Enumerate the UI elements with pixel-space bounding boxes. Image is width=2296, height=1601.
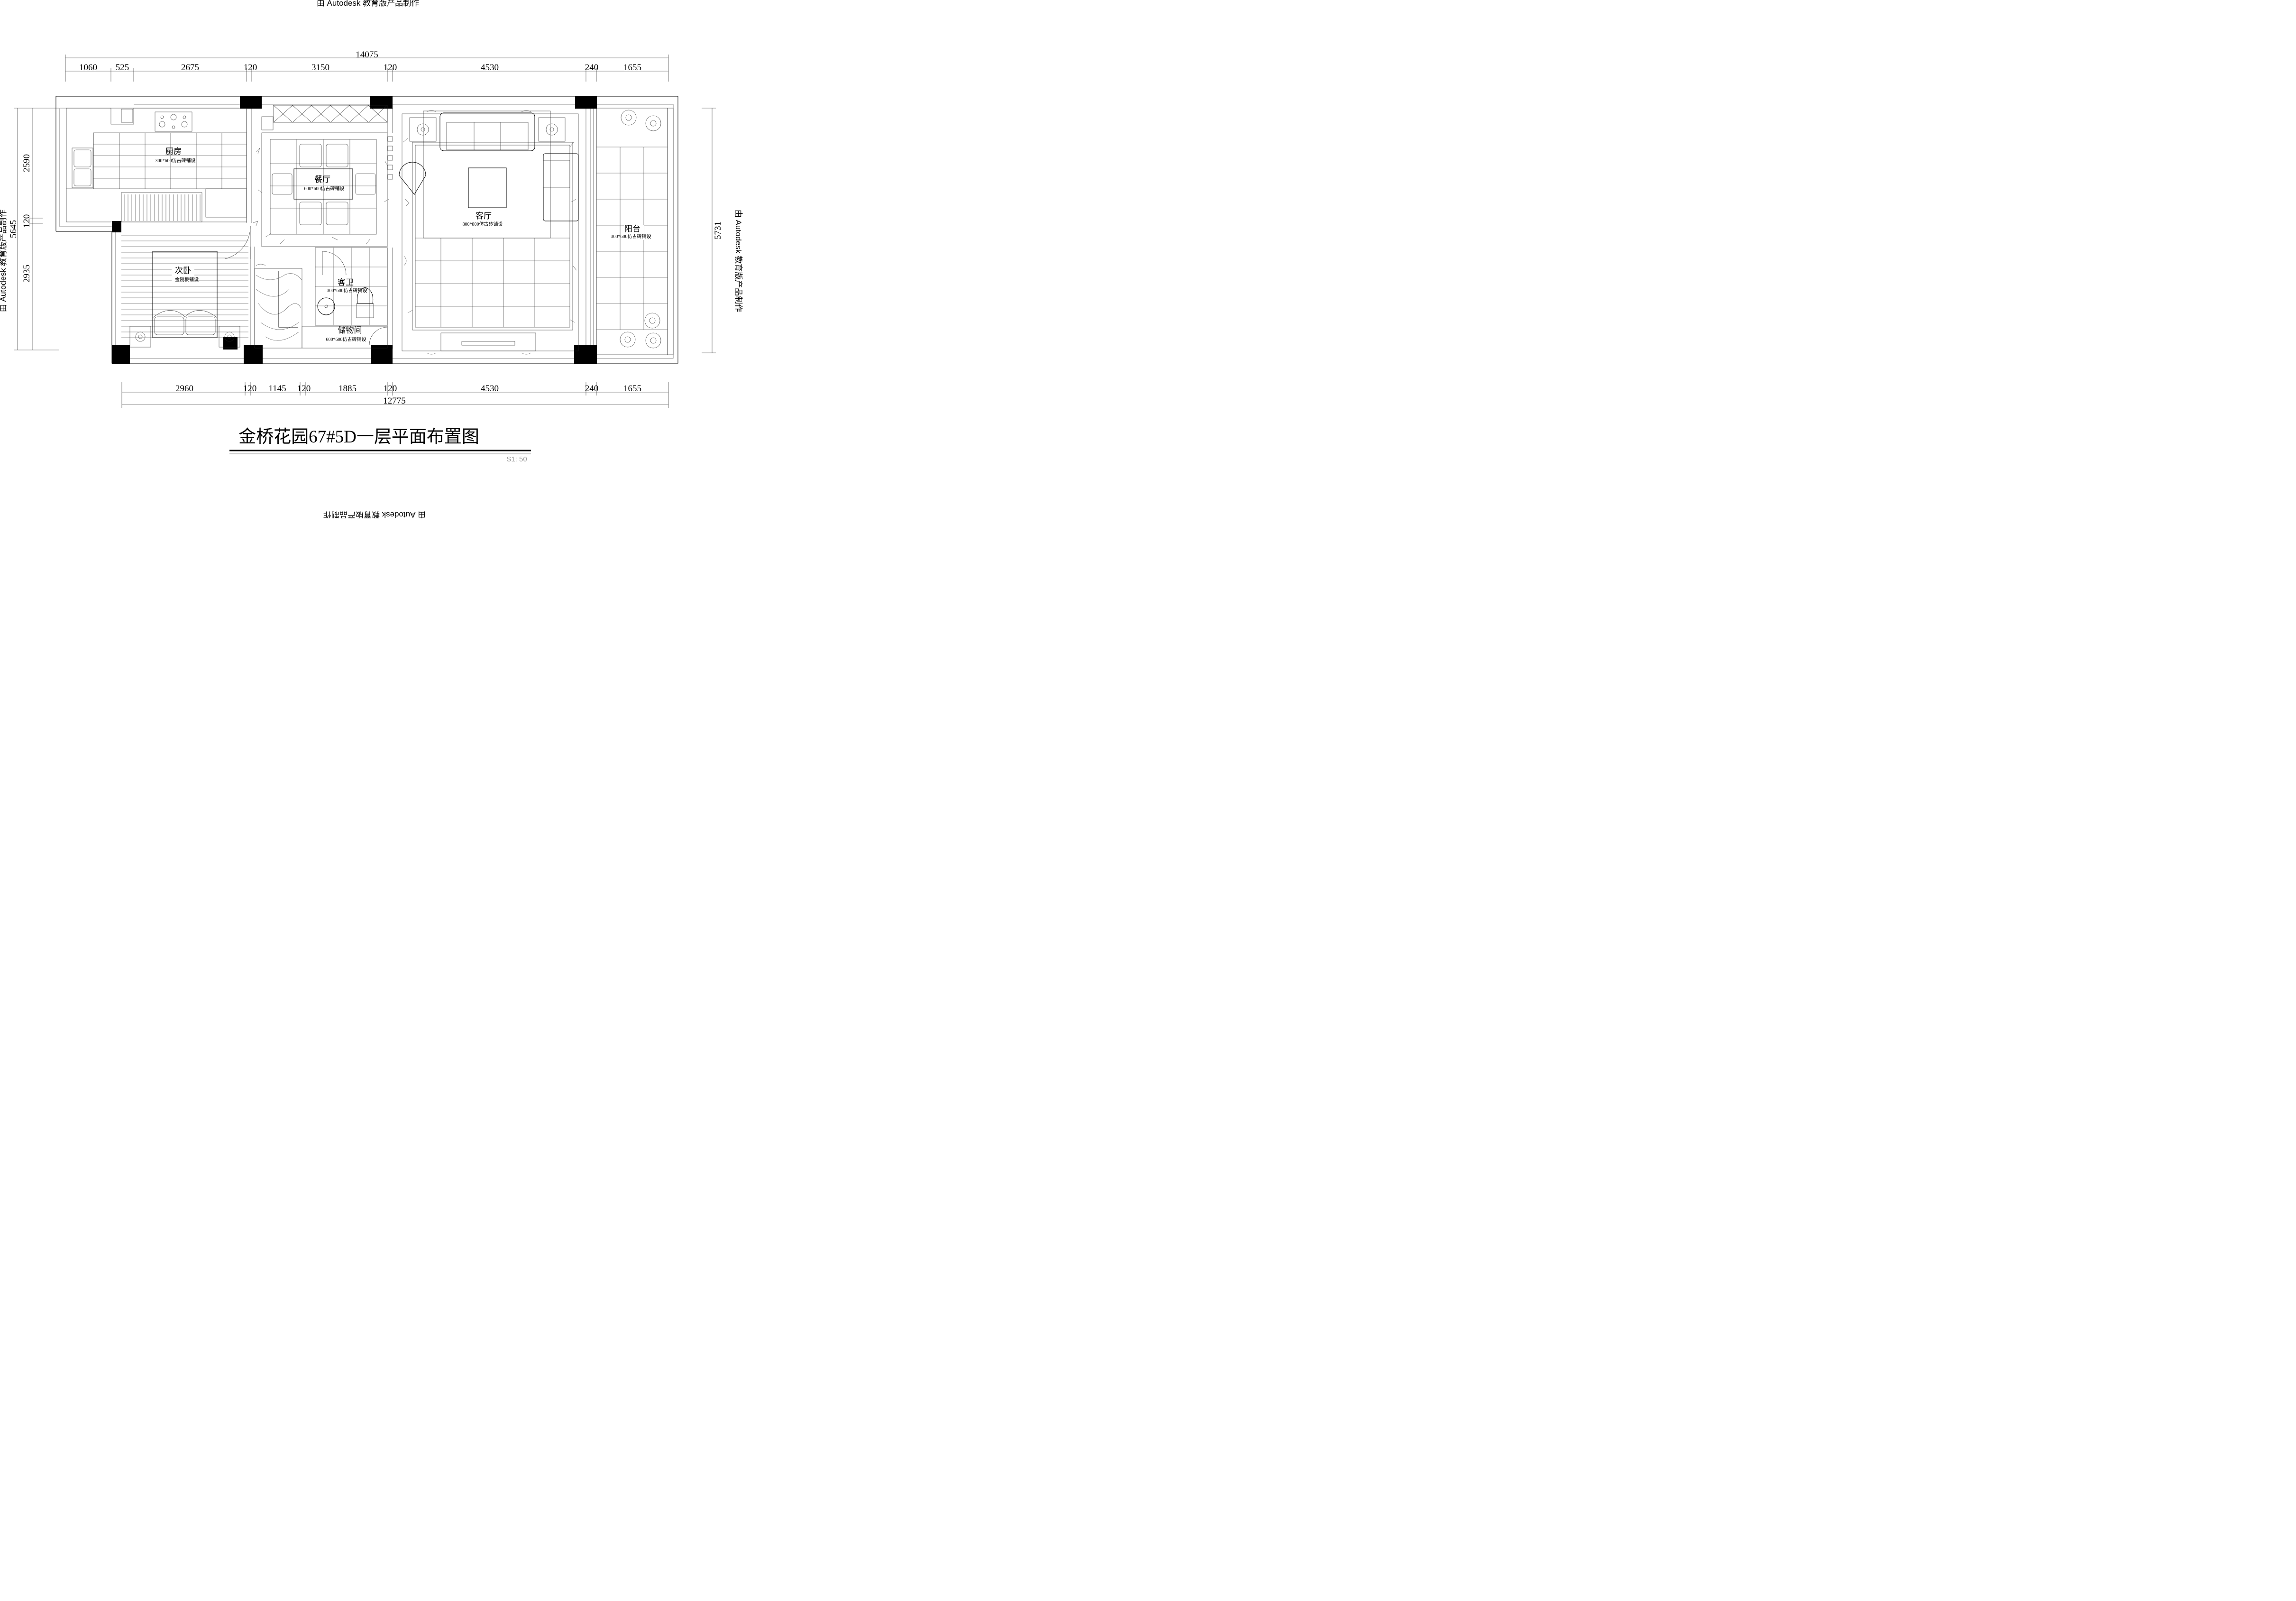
dim-top-3: 2675 [181,63,199,73]
bedroom [121,225,251,348]
dining-floor: 600*600仿古砖铺设 [304,185,345,192]
living-room [387,110,579,355]
bottom-dimension-lines [121,382,669,408]
dining-name: 餐厅 [314,175,330,184]
drawing-title: 金桥花园67#5D一层平面布置图 [238,427,479,447]
dim-left-3: 2935 [22,265,32,283]
dim-top-total: 14075 [356,50,378,60]
bedroom-label-bg [172,265,194,284]
dim-bottom-3: 1145 [268,384,286,394]
dim-top-2: 525 [116,63,129,73]
balcony-floor: 300*600仿古砖铺设 [611,233,651,239]
bathroom-name: 客卫 [338,278,354,287]
bathroom-floor: 300*600仿古砖铺设 [327,287,367,294]
dim-bottom-8: 240 [585,384,599,394]
stair-area [254,268,302,349]
kitchen-name: 厨房 [165,147,182,156]
building-outline [55,96,678,364]
floor-plan-drawing: 由 Autodesk 教育版产品制作 由 Autodesk 教育版产品制作 由 … [0,0,743,518]
dim-bottom-4: 120 [297,384,311,394]
watermark-right: 由 Autodesk 教育版产品制作 [734,210,743,312]
dim-left-total: 5645 [9,220,18,238]
bathroom [302,247,388,349]
dim-bottom-6: 120 [384,384,397,394]
balcony-label-bg [624,225,644,240]
storage-name: 储物间 [338,326,362,335]
storage-floor: 600*600仿古砖铺设 [326,336,366,342]
top-dimension-lines [65,55,669,82]
balcony-name: 阳台 [624,224,640,233]
bedroom-name: 次卧 [175,266,191,275]
living-floor: 800*800仿古砖铺设 [463,221,503,227]
watermark-top: 由 Autodesk 教育版产品制作 [317,0,419,8]
dim-top-4: 120 [244,63,257,73]
dim-bottom-9: 1655 [623,384,641,394]
watermark-bottom: 由 Autodesk 教育版产品制作 [323,510,426,518]
dim-bottom-7: 4530 [481,384,499,394]
dim-top-5: 3150 [311,63,329,73]
dim-top-9: 1655 [623,63,641,73]
balcony [596,108,674,355]
dim-left-1: 2590 [22,154,32,172]
kitchen [66,108,247,222]
dim-bottom-5: 1885 [338,384,357,394]
dim-top-7: 4530 [481,63,499,73]
dim-top-6: 120 [384,63,397,73]
bedroom-floor: 金刚板铺设 [175,276,199,283]
structural-columns [112,96,597,364]
kitchen-floor: 300*600仿古砖铺设 [156,157,196,164]
dining-room [253,105,389,266]
left-dimension-lines [14,108,59,350]
dim-bottom-2: 120 [243,384,257,394]
dim-top-8: 240 [585,63,599,73]
dim-bottom-total: 12775 [383,396,406,406]
plant-icons [620,110,661,349]
dim-left-2: 120 [22,214,32,228]
dim-right-total: 5731 [713,221,723,239]
dim-top-1: 1060 [79,63,97,73]
dim-bottom-1: 2960 [175,384,193,394]
drawing-scale: S1: 50 [506,455,527,463]
living-name: 客厅 [476,212,492,221]
watermark-left: 由 Autodesk 教育版产品制作 [0,210,8,312]
right-dimension-lines [702,108,716,353]
